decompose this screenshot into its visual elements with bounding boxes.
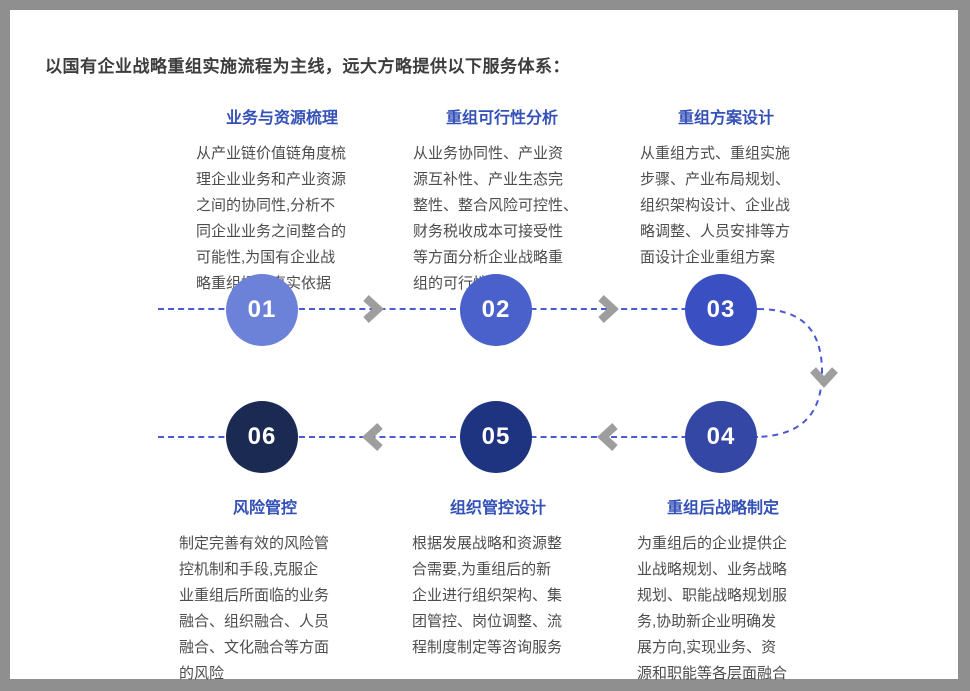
step-05-text-block: 组织管控设计 根据发展战略和资源整 合需要,为重组后的新 企业进行组织架构、集 …: [412, 494, 584, 661]
curved-connector: [757, 308, 824, 438]
step-06-title: 风险管控: [232, 500, 297, 517]
arrow-right-icon: [596, 294, 620, 324]
step-circle-06-number: 06: [247, 423, 277, 450]
step-circle-04-number: 04: [706, 423, 736, 450]
step-04-text-block: 重组后战略制定 为重组后的企业提供企 业战略规划、业务战略 规划、职能战略规划服…: [637, 494, 809, 687]
step-05-description: 根据发展战略和资源整 合需要,为重组后的新 企业进行组织架构、集 团管控、岗位调…: [412, 535, 563, 656]
step-03-text-block: 重组方案设计 从重组方式、重组实施 步骤、产业布局规划、 组织架构设计、企业战 …: [640, 104, 812, 271]
step-01-description: 从产业链价值链角度梳 理企业业务和产业资源 之间的协同性,分析不 同企业业务之间…: [196, 145, 347, 292]
step-06-text-block: 风险管控 制定完善有效的风险管 控机制和手段,克服企 业重组后所面临的业务 融合…: [179, 494, 351, 687]
step-02-title: 重组可行性分析: [445, 110, 558, 127]
arrow-left-icon: [361, 422, 385, 452]
dashed-connector-top: [158, 308, 758, 310]
step-circle-04: 04: [685, 401, 757, 473]
step-06-description: 制定完善有效的风险管 控机制和手段,克服企 业重组后所面临的业务 融合、组织融合…: [179, 535, 330, 682]
step-circle-02-number: 02: [481, 296, 511, 323]
step-circle-06: 06: [226, 401, 298, 473]
step-02-text-block: 重组可行性分析 从业务协同性、产业资 源互补性、产业生态完 整性、整合风险可控性…: [413, 104, 591, 297]
step-circle-03-number: 03: [706, 296, 736, 323]
step-circle-05-number: 05: [481, 423, 511, 450]
step-circle-01-number: 01: [247, 296, 277, 323]
arrow-left-icon: [596, 422, 620, 452]
step-03-title: 重组方案设计: [677, 110, 774, 127]
arrow-right-icon: [361, 294, 385, 324]
step-01-text-block: 业务与资源梳理 从产业链价值链角度梳 理企业业务和产业资源 之间的协同性,分析不…: [196, 104, 368, 297]
arrow-down-icon: [809, 365, 839, 389]
step-circle-01: 01: [226, 274, 298, 346]
step-04-description: 为重组后的企业提供企 业战略规划、业务战略 规划、职能战略规划服 务,协助新企业…: [637, 535, 788, 682]
content-panel: 以国有企业战略重组实施流程为主线，远大方略提供以下服务体系： 业务与资源梳理 从…: [10, 10, 958, 682]
step-05-title: 组织管控设计: [449, 500, 546, 517]
page-title: 以国有企业战略重组实施流程为主线，远大方略提供以下服务体系：: [45, 57, 570, 76]
step-circle-02: 02: [460, 274, 532, 346]
step-circle-05: 05: [460, 401, 532, 473]
step-04-title: 重组后战略制定: [666, 500, 779, 517]
dashed-connector-bottom: [158, 436, 758, 438]
step-01-title: 业务与资源梳理: [225, 110, 338, 127]
step-circle-03: 03: [685, 274, 757, 346]
step-03-description: 从重组方式、重组实施 步骤、产业布局规划、 组织架构设计、企业战 略调整、人员安…: [640, 145, 791, 266]
